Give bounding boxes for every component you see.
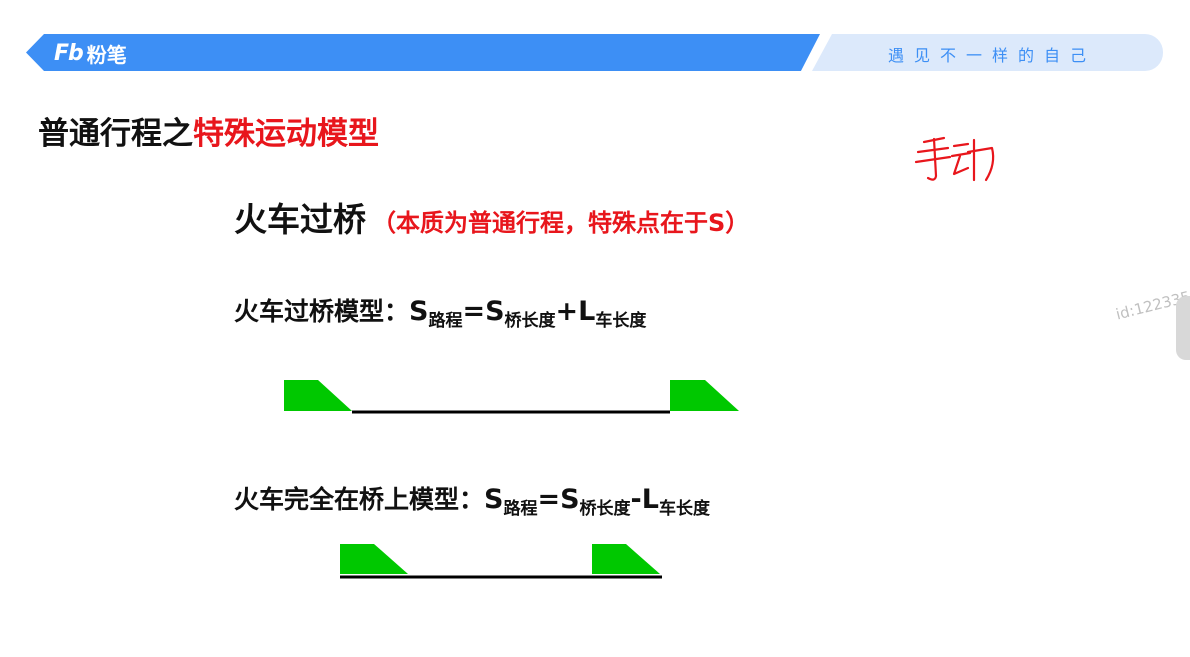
train-right-shape bbox=[592, 544, 660, 574]
fenbi-logo: Fb 粉笔 bbox=[54, 38, 127, 68]
model2-l: L bbox=[641, 484, 659, 515]
logo-mark: Fb bbox=[54, 40, 84, 66]
title-red-part: 特殊运动模型 bbox=[193, 116, 379, 152]
model2-s-sub: 路程 bbox=[503, 499, 538, 519]
model2-formula: 火车完全在桥上模型：S路程=S桥长度-L车长度 bbox=[234, 480, 710, 519]
model2-diagram bbox=[340, 544, 662, 579]
model1-l-sub: 车长度 bbox=[595, 311, 647, 331]
title-black-part: 普通行程之 bbox=[38, 116, 193, 152]
slogan: 遇见不一样的自己 bbox=[888, 46, 1097, 65]
side-panel-toggle[interactable] bbox=[1176, 296, 1190, 360]
model1-s2: S bbox=[485, 296, 505, 327]
section-subtitle: 火车过桥（本质为普通行程，特殊点在于S） bbox=[234, 193, 749, 241]
train-right-shape bbox=[670, 380, 739, 411]
handwritten-note bbox=[910, 130, 1000, 194]
subtitle-note: （本质为普通行程，特殊点在于S） bbox=[372, 209, 750, 237]
header-slogan-banner bbox=[812, 34, 1163, 71]
train-left-shape bbox=[340, 544, 408, 574]
train-left-shape bbox=[284, 380, 352, 411]
model1-s-sub: 路程 bbox=[428, 311, 463, 331]
model1-diagram bbox=[284, 380, 739, 414]
model2-op: - bbox=[630, 484, 642, 515]
model2-eq: = bbox=[537, 484, 561, 515]
header-banner bbox=[26, 34, 820, 71]
slide-title: 普通行程之特殊运动模型 bbox=[38, 108, 379, 153]
model2-s2-sub: 桥长度 bbox=[579, 499, 631, 519]
logo-text: 粉笔 bbox=[86, 42, 127, 67]
model1-s: S bbox=[409, 296, 429, 327]
model1-op: + bbox=[555, 296, 579, 327]
model2-s: S bbox=[484, 484, 504, 515]
model1-label: 火车过桥模型： bbox=[234, 297, 410, 326]
model2-s2: S bbox=[560, 484, 580, 515]
model1-formula: 火车过桥模型：S路程=S桥长度+L车长度 bbox=[234, 292, 646, 331]
model1-s2-sub: 桥长度 bbox=[504, 311, 556, 331]
subtitle-main: 火车过桥 bbox=[234, 200, 366, 239]
model1-eq: = bbox=[462, 296, 486, 327]
handwritten-note-drawing bbox=[914, 136, 995, 182]
model2-label: 火车完全在桥上模型： bbox=[234, 485, 485, 514]
model1-l: L bbox=[578, 296, 596, 327]
model2-l-sub: 车长度 bbox=[658, 499, 710, 519]
